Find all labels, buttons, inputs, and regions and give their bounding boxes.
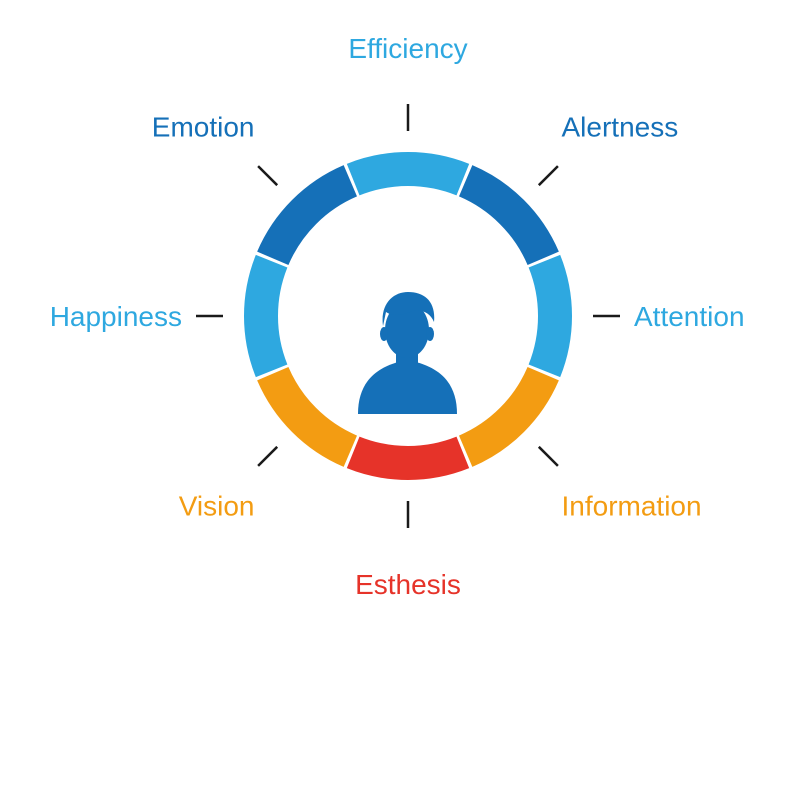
tick-alertness [537, 165, 559, 187]
tick-vision [257, 445, 279, 467]
label-efficiency: Efficiency [348, 33, 467, 64]
label-happiness: Happiness [50, 301, 182, 332]
ring-segment-vision [257, 367, 357, 467]
label-information: Information [562, 491, 702, 522]
ring-segment-alertness [459, 165, 559, 265]
tick-emotion [257, 165, 279, 187]
label-alertness: Alertness [562, 111, 679, 142]
ring-segment-esthesis [346, 436, 470, 480]
label-emotion: Emotion [152, 111, 255, 142]
ring-segment-information [459, 367, 559, 467]
ring-segments [244, 152, 573, 480]
ring-segment-emotion [257, 165, 357, 265]
label-attention: Attention [634, 301, 745, 332]
segment-labels: EfficiencyAlertnessAttentionInformationE… [50, 33, 745, 600]
tick-information [537, 445, 559, 467]
person-icon [358, 292, 457, 414]
tick-marks [196, 104, 620, 528]
ring-segment-efficiency [346, 152, 470, 196]
label-vision: Vision [179, 491, 255, 522]
ring-segment-happiness [244, 254, 288, 378]
label-esthesis: Esthesis [355, 569, 461, 600]
ring-segment-attention [528, 254, 573, 378]
